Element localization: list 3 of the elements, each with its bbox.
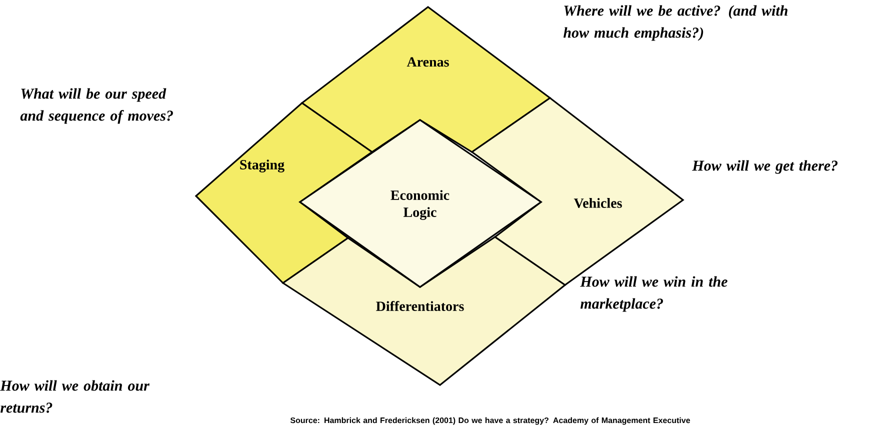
question-text: How will we obtain our returns? <box>0 380 150 413</box>
source-note: Source: Hambrick and Fredericksen (2001) Do we have a strategy? Academy of Management Executive <box>290 417 690 425</box>
question-text: What will be our speed and sequence of moves? <box>20 88 173 124</box>
